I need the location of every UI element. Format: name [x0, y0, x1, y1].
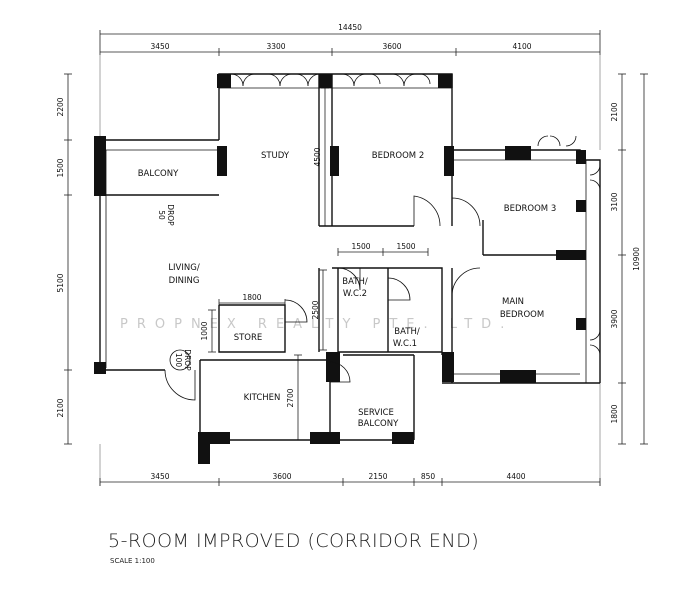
dim-right-3: 3900: [610, 309, 619, 328]
dim-right-4: 1800: [610, 404, 619, 423]
room-kitchen-label: KITCHEN: [244, 393, 281, 403]
room-service-label-1: SERVICE: [358, 408, 394, 418]
dim-bath2-width: 1500: [351, 242, 370, 251]
dim-left-3: 5100: [56, 273, 65, 292]
dim-study-height: 4500: [313, 147, 322, 166]
dim-bath1-width: 1500: [396, 242, 415, 251]
dim-right-1: 2100: [610, 102, 619, 121]
room-bath2-label-1: BATH/: [342, 277, 368, 287]
door-swings: [164, 195, 481, 401]
floor-drop-label-1: 50: [157, 210, 166, 220]
room-master-label-1: MAIN: [502, 297, 524, 307]
room-bath1-label-2: W.C.1: [393, 339, 417, 349]
room-balcony-label: BALCONY: [138, 169, 179, 179]
floor-drop2-label-2: DROP: [183, 349, 192, 371]
dim-top-2: 3300: [266, 42, 285, 51]
plan-title: 5-ROOM IMPROVED (CORRIDOR END): [108, 530, 480, 552]
dim-left-4: 2100: [56, 398, 65, 417]
dim-bath-height: 2500: [311, 300, 320, 319]
room-living-label-2: DINING: [169, 276, 200, 286]
dim-top-3: 3600: [382, 42, 401, 51]
room-master-label-2: BEDROOM: [500, 310, 544, 320]
floor-drop-label-2: DROP: [166, 204, 175, 226]
windows: [230, 73, 601, 356]
dim-top-total: 14450: [338, 23, 362, 32]
room-store-label: STORE: [234, 333, 263, 343]
walls: [99, 73, 601, 444]
dim-right-2: 3100: [610, 192, 619, 211]
dim-bottom-4: 850: [421, 472, 436, 481]
wall-columns: [94, 74, 586, 464]
room-living-label-1: LIVING/: [168, 263, 200, 273]
dim-left-1: 2200: [56, 97, 65, 116]
room-bath1-label-1: BATH/: [394, 327, 420, 337]
dim-store-width: 1800: [242, 293, 261, 302]
room-bedroom2-label: BEDROOM 2: [372, 151, 424, 161]
floor-drop2-label-1: 100: [174, 353, 183, 368]
dim-bottom-2: 3600: [272, 472, 291, 481]
dim-store-height: 1000: [200, 321, 209, 340]
room-bedroom3-label: BEDROOM 3: [504, 204, 556, 214]
dim-kitchen-height: 2700: [286, 388, 295, 407]
dim-bottom-5: 4400: [506, 472, 525, 481]
plan-scale: SCALE 1:100: [110, 557, 155, 565]
room-study-label: STUDY: [261, 151, 290, 161]
room-bath2-label-2: W.C.2: [343, 289, 367, 299]
dimension-lines: [64, 30, 648, 486]
dim-left-2: 1500: [56, 158, 65, 177]
watermark-text: PROPNEX REALTY PTE. LTD.: [120, 317, 513, 332]
room-service-label-2: BALCONY: [358, 419, 399, 429]
dim-top-4: 4100: [512, 42, 531, 51]
dim-right-total: 10900: [632, 247, 641, 271]
dim-bottom-1: 3450: [150, 472, 169, 481]
dim-bottom-3: 2150: [368, 472, 387, 481]
dim-top-1: 3450: [150, 42, 169, 51]
